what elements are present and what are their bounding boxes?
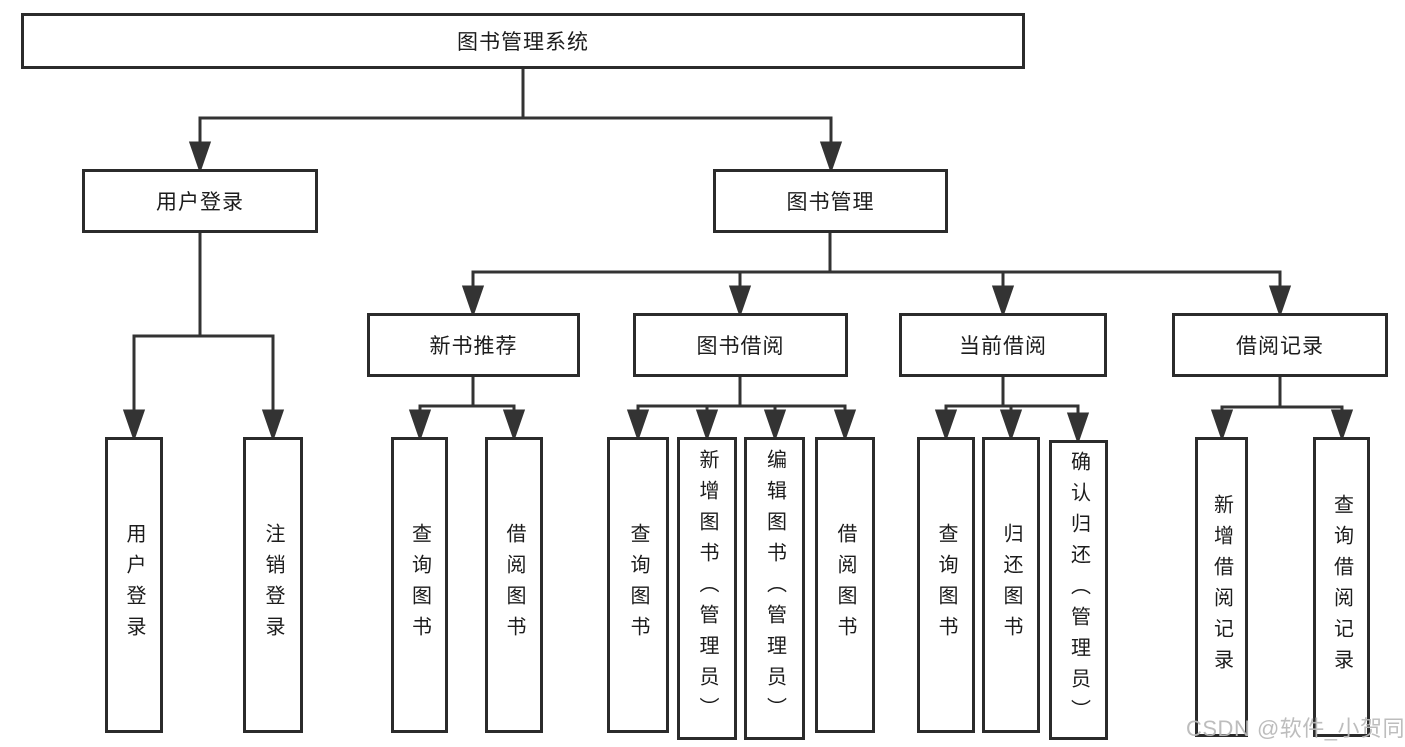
node-label: 新书推荐 <box>429 335 518 358</box>
node-label: 借阅图书 <box>503 523 525 647</box>
leaf-return-books: 归还图书 <box>982 437 1040 733</box>
arrow-down-icon <box>122 409 146 442</box>
leaf-borrow-books-recommend: 借阅图书 <box>485 437 543 733</box>
arrow-down-icon <box>1330 409 1354 442</box>
arrow-down-icon <box>763 409 787 442</box>
node-label: 归还图书 <box>1000 523 1022 647</box>
leaf-query-borrow-record: 查询借阅记录 <box>1313 437 1370 737</box>
leaf-edit-book-admin: 编辑图书（管理员） <box>744 437 805 740</box>
node-new-book-recommend: 新书推荐 <box>367 313 580 377</box>
node-book-borrowing: 图书借阅 <box>633 313 848 377</box>
arrow-down-icon <box>188 141 212 174</box>
arrow-down-icon <box>1066 412 1090 445</box>
arrow-down-icon <box>261 409 285 442</box>
connector-current-borrow <box>934 377 1090 445</box>
connector-borrow-records <box>1210 377 1354 442</box>
node-book-management: 图书管理 <box>713 169 948 233</box>
leaf-user-login: 用户登录 <box>105 437 163 733</box>
arrow-down-icon <box>999 409 1023 442</box>
connector-book-mgmt <box>461 233 1292 318</box>
arrow-down-icon <box>695 409 719 442</box>
leaf-confirm-return-admin: 确认归还（管理员） <box>1049 440 1108 740</box>
arrow-down-icon <box>819 141 843 174</box>
node-label: 当前借阅 <box>959 335 1047 358</box>
arrow-down-icon <box>626 409 650 442</box>
arrow-down-icon <box>833 409 857 442</box>
arrow-down-icon <box>1210 409 1234 442</box>
node-system-root: 图书管理系统 <box>21 13 1025 69</box>
connector-user-login <box>122 233 285 442</box>
arrow-down-icon <box>728 285 752 318</box>
leaf-query-books-recommend: 查询图书 <box>391 437 448 733</box>
node-label: 查询借阅记录 <box>1330 494 1353 680</box>
node-label: 注销登录 <box>262 523 284 647</box>
node-label: 新增图书（管理员） <box>696 449 718 728</box>
csdn-watermark: CSDN @软件_小贺同学 <box>1186 716 1405 741</box>
node-borrowing-records: 借阅记录 <box>1172 313 1388 377</box>
leaf-borrow-books-borrowing: 借阅图书 <box>815 437 875 733</box>
node-current-borrowing: 当前借阅 <box>899 313 1107 377</box>
node-user-login: 用户登录 <box>82 169 318 233</box>
node-label: 编辑图书（管理员） <box>763 449 786 728</box>
arrow-down-icon <box>1268 285 1292 318</box>
leaf-logout-login: 注销登录 <box>243 437 303 733</box>
leaf-query-books-current: 查询图书 <box>917 437 975 733</box>
node-label: 借阅记录 <box>1236 335 1324 358</box>
leaf-add-borrow-record: 新增借阅记录 <box>1195 437 1248 737</box>
node-label: 确认归还（管理员） <box>1067 450 1090 730</box>
node-label: 查询图书 <box>408 523 431 647</box>
node-label: 用户登录 <box>123 523 145 647</box>
node-label: 查询图书 <box>627 523 649 647</box>
node-label: 图书借阅 <box>696 335 785 358</box>
leaf-query-books-borrowing: 查询图书 <box>607 437 669 733</box>
node-label: 新增借阅记录 <box>1210 494 1233 680</box>
node-label: 查询图书 <box>935 523 957 647</box>
connector-new-book <box>408 377 526 442</box>
arrow-down-icon <box>502 409 526 442</box>
node-label: 图书管理系统 <box>457 31 589 54</box>
connector-root <box>188 68 843 174</box>
arrow-down-icon <box>461 285 485 318</box>
arrow-down-icon <box>991 285 1015 318</box>
leaf-add-book-admin: 新增图书（管理员） <box>677 437 737 740</box>
connector-book-borrow <box>626 377 857 442</box>
node-label: 图书管理 <box>786 191 875 214</box>
arrow-down-icon <box>934 409 958 442</box>
arrow-down-icon <box>408 409 432 442</box>
node-label: 用户登录 <box>156 191 244 214</box>
node-label: 借阅图书 <box>834 523 856 647</box>
